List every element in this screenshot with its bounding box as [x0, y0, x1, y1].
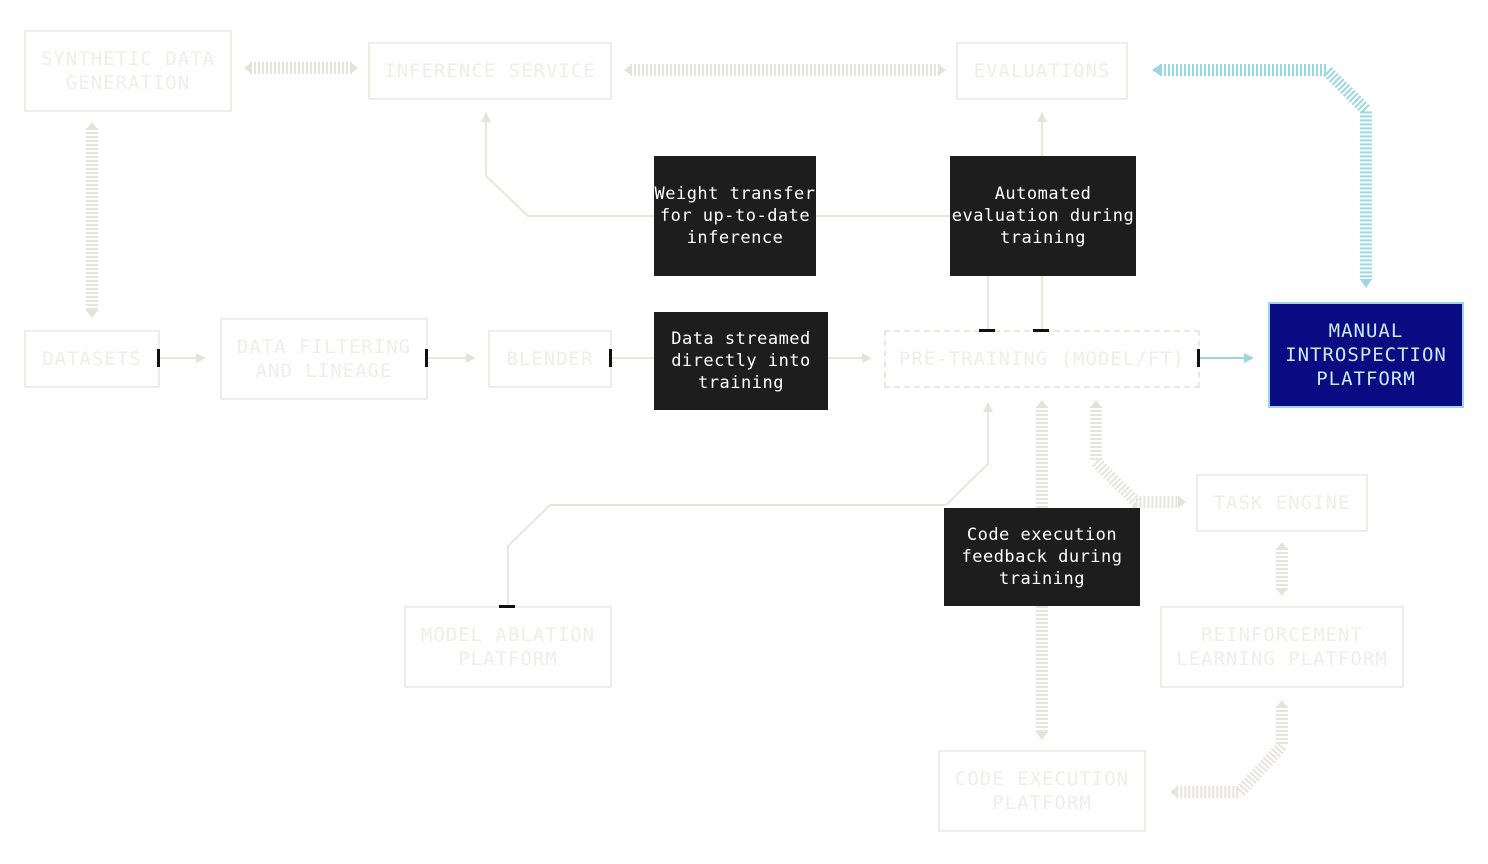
node-reinforcement-learning-platform: REINFORCEMENT LEARNING PLATFORM: [1160, 606, 1404, 688]
port-tick: [157, 349, 160, 367]
node-inference-service: INFERENCE SERVICE: [368, 42, 612, 100]
node-pre-training: PRE-TRAINING (MODEL/FT): [884, 330, 1200, 388]
node-synthetic-data-generation: SYNTHETIC DATA GENERATION: [24, 30, 232, 112]
link-evaluations-manual-introspection: [1160, 64, 1372, 280]
port-tick: [979, 329, 995, 332]
node-task-engine: TASK ENGINE: [1196, 474, 1368, 532]
link-pretraining-task-engine: [1090, 406, 1180, 508]
port-tick: [1033, 329, 1049, 332]
link-rl-code-execution: [1176, 706, 1288, 798]
callout-weight-transfer: Weight transfer for up-to-date inference: [654, 156, 816, 276]
node-model-ablation-platform: MODEL ABLATION PLATFORM: [404, 606, 612, 688]
port-tick: [609, 349, 612, 367]
port-tick: [425, 349, 428, 367]
node-datasets: DATASETS: [24, 330, 160, 388]
callout-code-execution-feedback: Code execution feedback during training: [944, 508, 1140, 606]
node-data-filtering-and-lineage: DATA FILTERING AND LINEAGE: [220, 318, 428, 400]
port-tick: [499, 605, 515, 608]
node-blender: BLENDER: [488, 330, 612, 388]
callout-automated-evaluation: Automated evaluation during training: [950, 156, 1136, 276]
node-evaluations: EVALUATIONS: [956, 42, 1128, 100]
port-tick: [1197, 349, 1200, 367]
callout-data-streamed: Data streamed directly into training: [654, 312, 828, 410]
node-code-execution-platform: CODE EXECUTION PLATFORM: [938, 750, 1146, 832]
node-manual-introspection-platform: MANUAL INTROSPECTION PLATFORM: [1268, 302, 1464, 408]
link-ablation-pretraining: [507, 402, 993, 606]
hatched-arrowheads: [86, 62, 1288, 798]
